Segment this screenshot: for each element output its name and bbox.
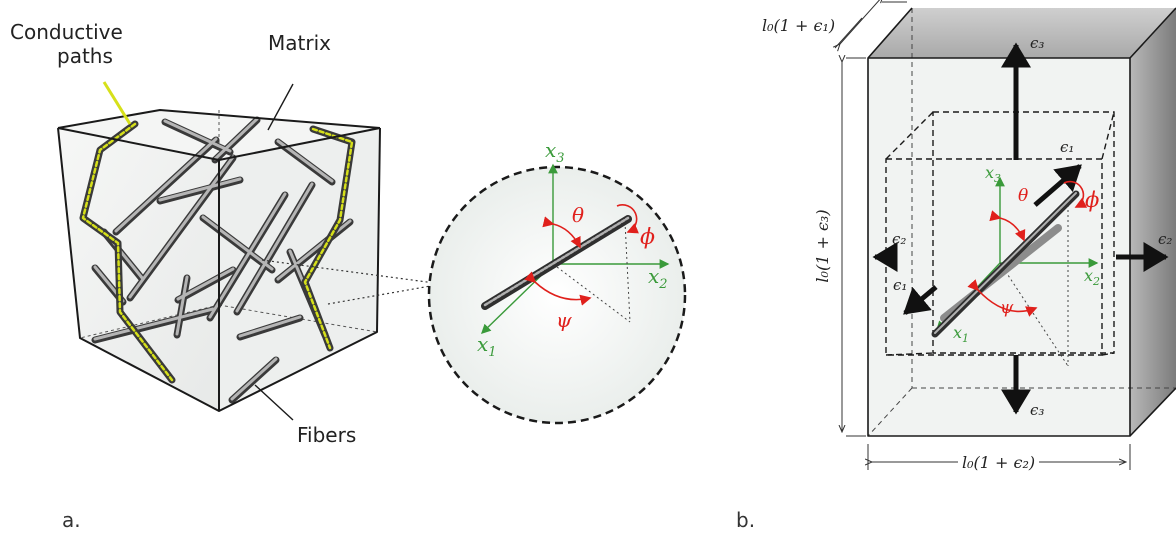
eps2-right-label: ϵ₂ — [1158, 230, 1173, 248]
inset-connector-2 — [327, 283, 443, 305]
panel-a-label: a. — [62, 508, 81, 532]
panel-a-cube — [57, 109, 381, 412]
box-right-face — [1130, 8, 1176, 436]
b-x1-label: x1 — [953, 323, 970, 346]
panel-b-label: b. — [736, 508, 756, 532]
b-phi-arc — [1063, 180, 1088, 208]
inset-connector-1 — [261, 259, 443, 285]
inset-x2-label: x2 — [648, 264, 668, 292]
matrix-label: Matrix — [268, 31, 331, 55]
b-psi-arc — [967, 279, 1038, 317]
b-x3-label: x3 — [985, 163, 1002, 186]
fibers-label: Fibers — [297, 423, 357, 447]
eps2-left-label: ϵ₂ — [892, 230, 907, 248]
conductive-paths-label-line1: Conductive — [10, 20, 123, 44]
inset-theta-arc — [542, 216, 581, 249]
inset-theta-label: θ — [572, 203, 585, 227]
panel-b-axes — [931, 176, 1099, 367]
b-phi-label: ϕ — [1085, 188, 1100, 212]
panel-b-box — [867, 7, 1176, 437]
eps3-top-label: ϵ₃ — [1030, 34, 1045, 52]
eps3-bottom-label: ϵ₃ — [1030, 401, 1045, 419]
inset-psi-label: ψ — [556, 308, 572, 332]
b-theta-arc — [989, 210, 1026, 242]
panel-a-inset — [427, 163, 687, 425]
fibers-leader — [254, 384, 294, 421]
eps1-upper-label: ϵ₁ — [1060, 138, 1075, 156]
dim-bottom-label: l₀(1 + ϵ₂) — [958, 455, 1040, 471]
inset-x3-label: x3 — [545, 138, 565, 166]
b-theta-label: θ — [1018, 186, 1029, 206]
inset-phi-label: ϕ — [640, 225, 655, 250]
conductive-paths — [79, 120, 356, 384]
arrow-eps1-upper — [1033, 164, 1082, 207]
b-psi-label: ψ — [1000, 298, 1014, 318]
eps1-lower-label: ϵ₁ — [893, 276, 908, 294]
inset-x1-label: x1 — [477, 332, 497, 360]
dim-left-label: l₀(1 + ϵ₃) — [813, 209, 832, 283]
box-front-face — [868, 58, 1130, 436]
box-top-face — [868, 8, 1176, 58]
arrow-eps1-lower — [903, 285, 938, 315]
inset-psi-arc — [524, 271, 592, 306]
conductive-paths-label-line2: paths — [57, 44, 113, 68]
panel-a-callout-lines — [102, 81, 443, 421]
dim-top-label: l₀(1 + ϵ₁) — [762, 16, 836, 35]
matrix-leader — [267, 83, 294, 131]
inset-circle — [427, 165, 687, 425]
cube-visible-edges — [57, 109, 381, 412]
dim-top-line — [840, 0, 883, 44]
panel-b-strain-arrows — [872, 42, 1169, 415]
conductive-leader — [102, 81, 132, 125]
inset-phi-arc — [616, 204, 640, 234]
b-x2-label: x2 — [1084, 266, 1101, 289]
